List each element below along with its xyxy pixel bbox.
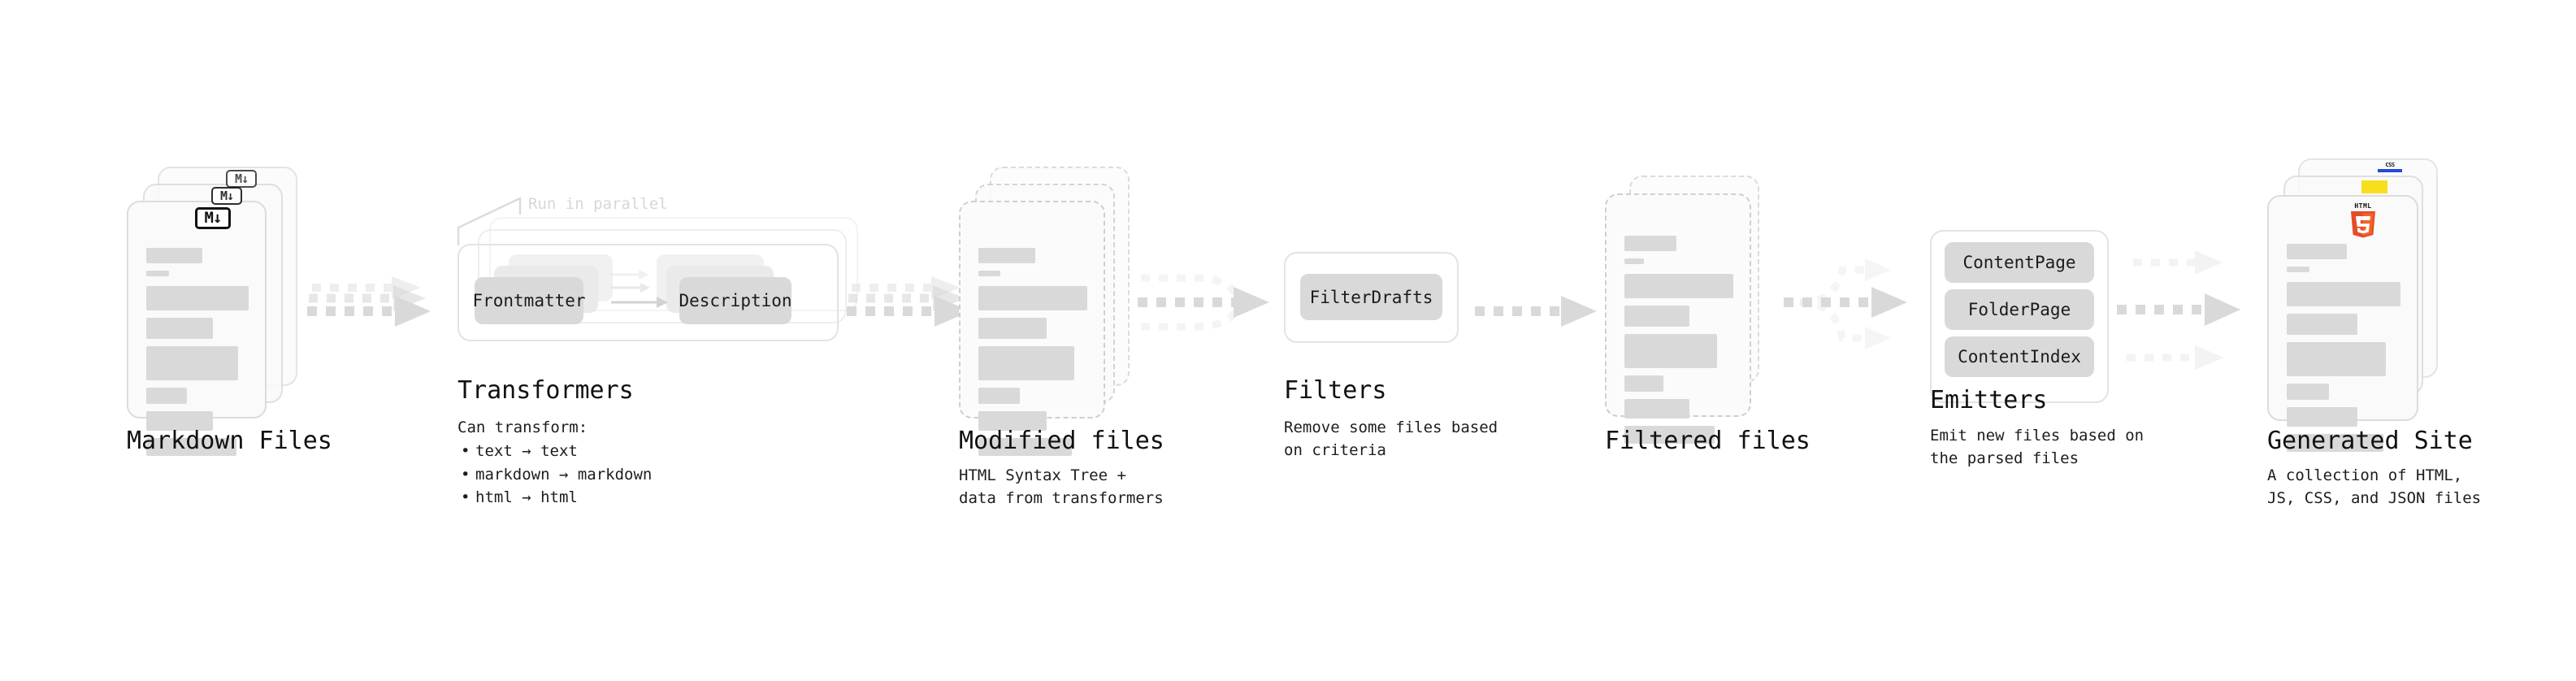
markdown-badge-back-1: M↓ (211, 187, 242, 205)
arrow-filters-to-filtered (1475, 288, 1597, 329)
emitters-caption-line-2: the parsed files (1930, 449, 2079, 467)
filters-caption-line-1: Remove some files based (1284, 419, 1498, 436)
filtered-files-title: Filtered files (1605, 427, 1811, 455)
markdown-files-card-stack: M↓ M↓ M↓ (127, 167, 297, 456)
filters-title: Filters (1284, 376, 1387, 405)
emitter-chip-folderpage[interactable]: FolderPage (1945, 289, 2094, 330)
emitters-title: Emitters (1930, 386, 2048, 414)
filtered-card-content-lines (1624, 236, 1733, 451)
css-badge: CSS (2378, 163, 2402, 172)
transformers-inner-arrows (611, 268, 700, 323)
transformers-title: Transformers (458, 376, 634, 405)
transformers-bullet-0: •text → text (461, 442, 578, 460)
transformers-bullet-text-0: text → text (475, 442, 578, 460)
markdown-files-title: Markdown Files (127, 427, 332, 455)
modified-files-card-stack (959, 167, 1134, 456)
filters-panel (1284, 252, 1459, 343)
run-in-parallel-bracket (457, 193, 546, 250)
markdown-badge: M↓ (195, 207, 231, 229)
modified-card-front (959, 201, 1105, 456)
modified-card-content-lines (978, 248, 1087, 463)
site-card-front (2267, 195, 2418, 452)
emitter-chip-contentindex[interactable]: ContentIndex (1945, 336, 2094, 377)
arrow-emitters-to-site (2117, 232, 2259, 386)
html5-badge: HTML (2347, 201, 2379, 241)
generated-site-caption-line-1: A collection of HTML, (2267, 466, 2463, 484)
generated-site-title: Generated Site (2267, 427, 2473, 455)
arrow-modified-to-filters (1138, 260, 1284, 349)
transformers-panel-back-1 (478, 229, 847, 323)
transformer-chip-frontmatter[interactable]: Frontmatter (472, 277, 586, 324)
markdown-card-front (127, 201, 267, 456)
transformers-bullet-2: •html → html (461, 488, 578, 506)
markdown-card-content-lines (146, 248, 249, 463)
arrow-transformers-to-modified (847, 276, 977, 341)
modified-files-title: Modified files (959, 427, 1164, 455)
emitters-panel (1930, 230, 2109, 403)
modified-files-caption-line-1: HTML Syntax Tree + (959, 466, 1126, 484)
filters-caption-line-2: on criteria (1284, 441, 1386, 459)
site-card-content-lines (2287, 244, 2400, 459)
run-in-parallel-note: Run in parallel (528, 195, 668, 213)
modified-files-caption-line-2: data from transformers (959, 489, 1164, 507)
css-badge-label: CSS (2385, 162, 2395, 168)
transformers-bullet-1: •markdown → markdown (461, 465, 653, 484)
transformers-bullet-list: •text → text •markdown → markdown •html … (461, 440, 652, 510)
transformers-panel (458, 244, 839, 341)
emitters-caption-line-1: Emit new files based on (1930, 427, 2144, 445)
svg-text:HTML: HTML (2354, 202, 2371, 210)
transformers-caption-heading: Can transform: (458, 419, 588, 436)
transformers-bullet-text-1: markdown → markdown (475, 465, 653, 484)
emitter-chip-contentpage[interactable]: ContentPage (1945, 242, 2094, 283)
filtered-files-card-stack (1605, 176, 1780, 444)
transformers-bullet-text-2: html → html (475, 488, 578, 506)
js-badge (2361, 180, 2387, 193)
css-badge-bar (2378, 169, 2402, 172)
generated-site-caption-line-2: JS, CSS, and JSON files (2267, 489, 2482, 507)
filtered-card-front (1605, 193, 1751, 444)
generated-site-card-stack: CSS HTML (2267, 158, 2454, 452)
markdown-badge-back-2: M↓ (226, 170, 257, 188)
filter-chip-filterdrafts[interactable]: FilterDrafts (1300, 274, 1442, 320)
arrow-markdown-to-transformers (307, 276, 437, 341)
transformer-chip-description[interactable]: Description (679, 277, 792, 324)
arrow-filtered-to-emitters (1784, 236, 1930, 366)
